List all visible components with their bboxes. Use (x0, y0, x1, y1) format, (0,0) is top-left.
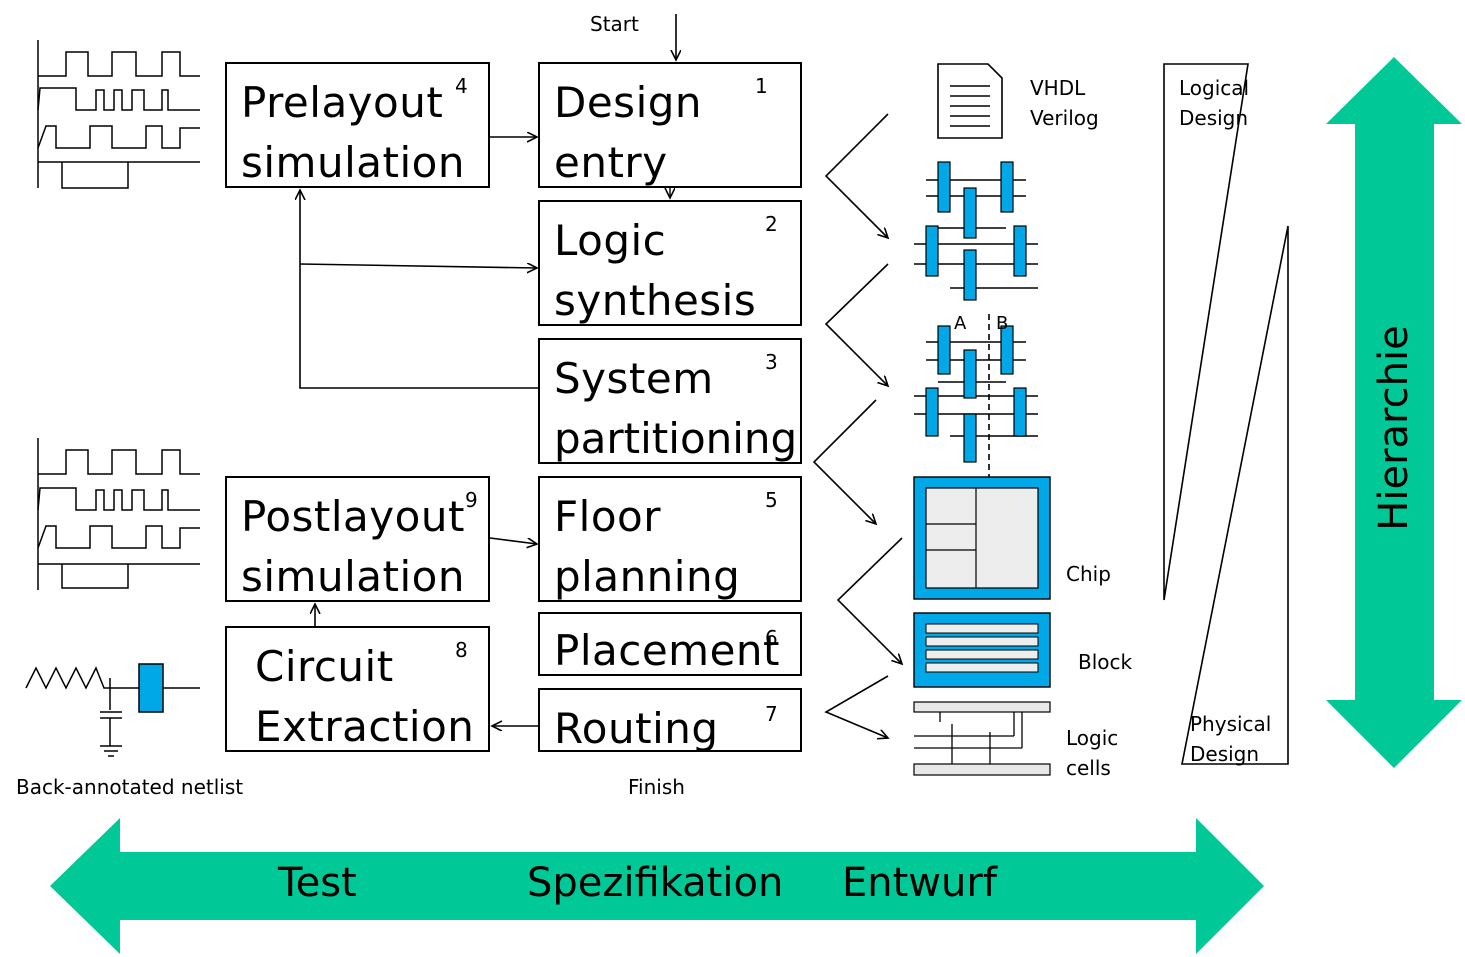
step-label: entry (554, 138, 668, 187)
physical-design-label: Design (1190, 742, 1260, 766)
step-number: 8 (455, 638, 468, 662)
physical-design-triangle (1181, 225, 1289, 765)
hdl-label: VHDL (1030, 76, 1086, 100)
finish-label: Finish (628, 775, 685, 799)
design-entry-box[interactable]: Design entry 1 (538, 62, 802, 188)
waveform-icon (37, 438, 200, 590)
logic-synthesis-box[interactable]: Logic synthesis 2 (538, 200, 802, 326)
circuit-extraction-box[interactable]: Circuit Extraction 8 (225, 626, 490, 752)
partition-a-label: A (954, 313, 967, 334)
step-number: 2 (765, 212, 778, 236)
logical-design-label: Design (1179, 106, 1249, 130)
gate-netlist-icon (914, 161, 1038, 301)
block-icon (913, 612, 1051, 688)
step-number: 7 (765, 702, 778, 726)
gate-netlist-icon (914, 314, 1038, 478)
hdl-label: Verilog (1030, 106, 1099, 130)
logical-design-label: Logical (1179, 76, 1250, 100)
start-label: Start (590, 12, 639, 36)
routing-box[interactable]: Routing 7 (538, 688, 802, 752)
step-label: synthesis (554, 276, 757, 325)
step-number: 1 (755, 74, 768, 98)
waveform-icon (37, 40, 200, 189)
step-label: simulation (241, 552, 465, 601)
netlist-label: Back-annotated netlist (16, 775, 244, 799)
test-label: Test (278, 860, 357, 906)
chip-label: Chip (1066, 562, 1111, 586)
logic-cells-icon (913, 701, 1051, 776)
document-icon (937, 63, 1003, 139)
step-label: Placement (554, 626, 781, 675)
design-label: Entwurf (842, 860, 997, 906)
logic-cells-label: Logic (1066, 726, 1119, 750)
step-label: Circuit (255, 642, 394, 691)
step-label: Logic (554, 216, 667, 265)
logic-cells-label: cells (1066, 756, 1111, 780)
step-label: partitioning (554, 414, 798, 463)
step-label: planning (554, 552, 741, 601)
step-label: System (554, 354, 714, 403)
step-number: 5 (765, 488, 778, 512)
physical-design-label: Physical (1190, 712, 1272, 736)
block-label: Block (1078, 650, 1133, 674)
floor-planning-box[interactable]: Floor planning 5 (538, 476, 802, 602)
resistor-capacitor-icon (25, 663, 200, 757)
step-label: Extraction (255, 702, 475, 751)
step-number: 3 (765, 350, 778, 374)
system-partitioning-box[interactable]: System partitioning 3 (538, 338, 802, 464)
hierarchy-axis-arrow (1326, 57, 1462, 768)
spec-axis-arrow (50, 818, 1264, 954)
step-label: Prelayout (241, 78, 444, 127)
chip-floorplan-icon (913, 476, 1051, 600)
prelayout-simulation-box[interactable]: Prelayout simulation 4 (225, 62, 490, 188)
hierarchy-label: Hierarchie (1371, 325, 1417, 531)
step-number: 4 (455, 74, 468, 98)
step-label: simulation (241, 138, 465, 187)
placement-box[interactable]: Placement 6 (538, 612, 802, 676)
spec-label: Spezifikation (527, 860, 784, 906)
step-number: 9 (465, 488, 478, 512)
step-label: Design (554, 78, 703, 127)
logical-design-triangle (1163, 63, 1249, 601)
partition-b-label: B (996, 313, 1009, 334)
step-label: Floor (554, 492, 661, 541)
postlayout-simulation-box[interactable]: Postlayout simulation 9 (225, 476, 490, 602)
step-number: 6 (765, 626, 778, 650)
step-label: Routing (554, 704, 719, 753)
step-label: Postlayout (241, 492, 465, 541)
